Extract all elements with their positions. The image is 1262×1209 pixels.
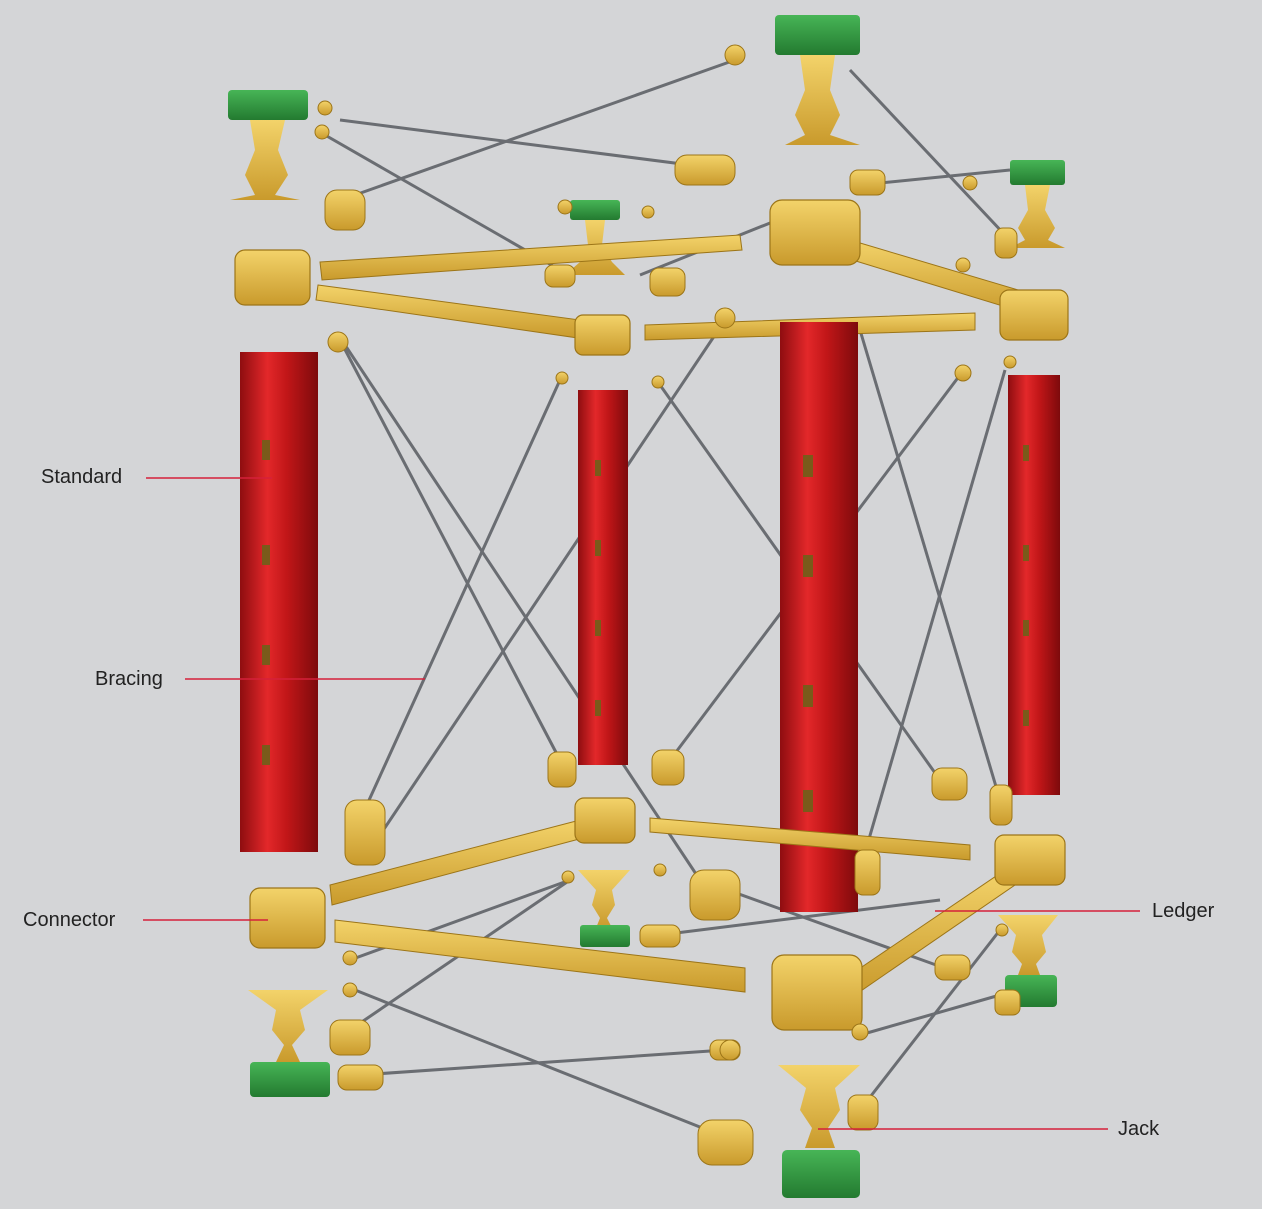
- label-connector: Connector: [23, 909, 116, 931]
- brace-rod: [343, 344, 702, 881]
- brace-rod: [324, 133, 561, 272]
- label-bracing: Bracing: [95, 668, 163, 690]
- standards: [240, 322, 1060, 912]
- brace-rod: [358, 379, 562, 821]
- clamp-fittings: [314, 44, 1021, 1166]
- label-jack: Jack: [1118, 1118, 1160, 1140]
- brace-rod: [659, 898, 941, 937]
- brace-rod: [859, 993, 1001, 1037]
- brace-rod: [858, 929, 1002, 1111]
- brace-rod: [858, 369, 1007, 871]
- bottom-jacks: [248, 870, 1058, 1198]
- jack-top-center: [565, 200, 625, 275]
- label-ledger: Ledger: [1152, 900, 1215, 922]
- label-standard: Standard: [41, 466, 123, 488]
- brace-rod: [354, 58, 736, 197]
- jack-bottom-center: [578, 870, 630, 947]
- brace-rod: [858, 329, 1002, 801]
- jack-top-left: [228, 90, 308, 200]
- bottom-ledgers: [329, 817, 1016, 996]
- brace-rod: [368, 319, 727, 851]
- leader-lines: [143, 477, 1140, 1130]
- brace-rod: [339, 118, 691, 167]
- brace-rod: [359, 1048, 726, 1077]
- top-jacks: [228, 15, 1065, 275]
- jack-bottom-left: [248, 990, 330, 1097]
- brace-rod: [338, 339, 562, 761]
- jack-top-right: [1010, 160, 1065, 248]
- bottom-connectors: [249, 797, 1066, 1031]
- top-connectors: [234, 199, 1069, 356]
- jack-bottom-front: [778, 1065, 860, 1198]
- jack-top-back: [775, 15, 860, 145]
- brace-rod: [848, 68, 1007, 237]
